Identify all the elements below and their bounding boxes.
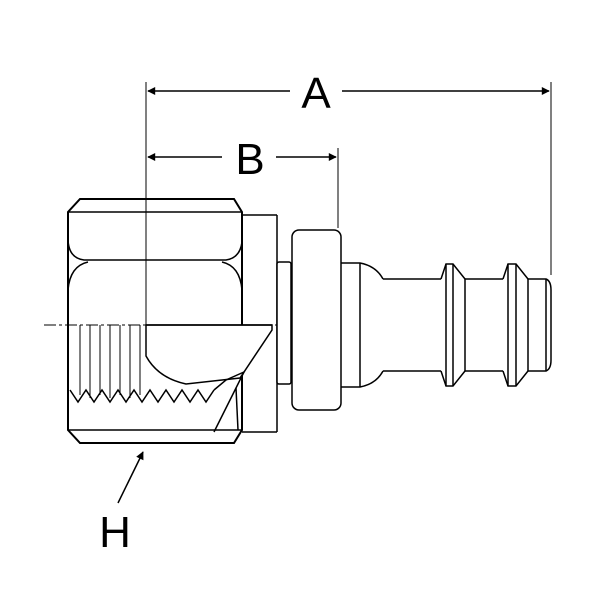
dimension-label-a: A: [301, 69, 331, 118]
label-h-text: H: [99, 508, 131, 557]
collar: [276, 229, 342, 411]
cone-seat: [145, 324, 273, 385]
leader-line-h: [117, 451, 144, 504]
label-h: H: [99, 451, 144, 557]
dimension-b: B: [147, 135, 339, 228]
dimension-label-b: B: [235, 135, 264, 184]
thread-profile: [69, 388, 215, 404]
hose-barb: [341, 262, 552, 388]
dimension-a: A: [145, 69, 552, 325]
hex-nut: [67, 198, 278, 444]
internal-threads: [79, 325, 141, 398]
